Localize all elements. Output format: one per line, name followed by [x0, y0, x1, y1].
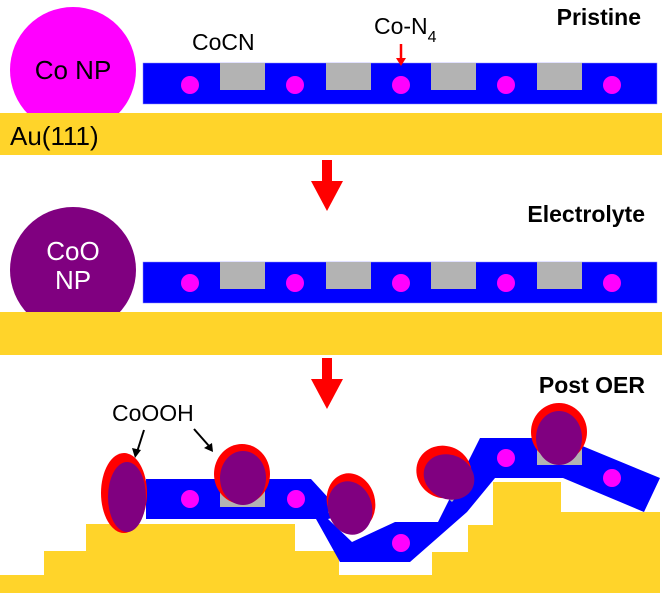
co-n4-site [392, 76, 410, 94]
vacancy-site [326, 63, 371, 90]
cooh-particle [326, 473, 376, 535]
vacancy-site [537, 63, 582, 90]
au-substrate [0, 113, 662, 155]
co-n4-site [603, 76, 621, 94]
co-n4-label-main: Co-N [374, 13, 428, 39]
vacancy-site [431, 63, 476, 90]
co-n4-site [603, 469, 621, 487]
co-n4-pointer-arrow [396, 44, 406, 66]
coo-nanoparticle [10, 207, 136, 333]
cooh-particle [214, 444, 270, 505]
co-n4-site [497, 76, 515, 94]
transition-arrow-down-icon [311, 358, 343, 409]
au-substrate-label: Au(111) [10, 121, 99, 151]
coo-nanoparticle-label-line2: NP [55, 265, 91, 295]
cocn-label: CoCN [192, 29, 255, 55]
cooh-pointer-arrow [193, 428, 213, 452]
cocn-film-deformed [146, 438, 660, 562]
vacancy-site [431, 262, 476, 289]
co-n4-label-subscript: 4 [428, 29, 437, 46]
panel-post-oer: CoOOH Post OER [0, 372, 660, 593]
co-n4-site [181, 274, 199, 292]
cocn-film [142, 62, 658, 105]
vacancy-site [537, 262, 582, 289]
au-substrate [0, 312, 662, 355]
co-n4-label: Co-N4 [374, 13, 437, 46]
co-n4-site [286, 76, 304, 94]
transition-arrow-down-icon [311, 160, 343, 211]
cooh-label: CoOOH [112, 400, 194, 426]
co-n4-site [181, 76, 199, 94]
cooh-pointer-arrow [132, 429, 145, 458]
vacancy-site [220, 262, 265, 289]
vacancy-site [326, 262, 371, 289]
co-nanoparticle-label: Co NP [35, 55, 112, 85]
co-n4-site [392, 534, 410, 552]
vacancy-site [220, 63, 265, 90]
panel-pristine: Au(111) Co NP CoCN Co-N4 Pristine [0, 4, 662, 155]
cooh-particle [101, 453, 147, 533]
panel-title-pristine: Pristine [557, 4, 641, 30]
panel-electrolyte: CoO NP Electrolyte [0, 201, 662, 355]
co-n4-site [497, 274, 515, 292]
coo-nanoparticle-label-line1: CoO [46, 236, 99, 266]
co-n4-site [181, 490, 199, 508]
cooh-particle [416, 445, 475, 500]
co-n4-site [286, 274, 304, 292]
co-nanoparticle [10, 7, 136, 133]
panel-title-post-oer: Post OER [539, 372, 645, 398]
co-n4-site [603, 274, 621, 292]
co-n4-site [392, 274, 410, 292]
cooh-particle [531, 403, 587, 465]
panel-title-electrolyte: Electrolyte [527, 201, 645, 227]
cocn-film [142, 261, 658, 304]
co-n4-site [497, 449, 515, 467]
co-n4-site [287, 490, 305, 508]
au-stepped-substrate [0, 482, 660, 593]
